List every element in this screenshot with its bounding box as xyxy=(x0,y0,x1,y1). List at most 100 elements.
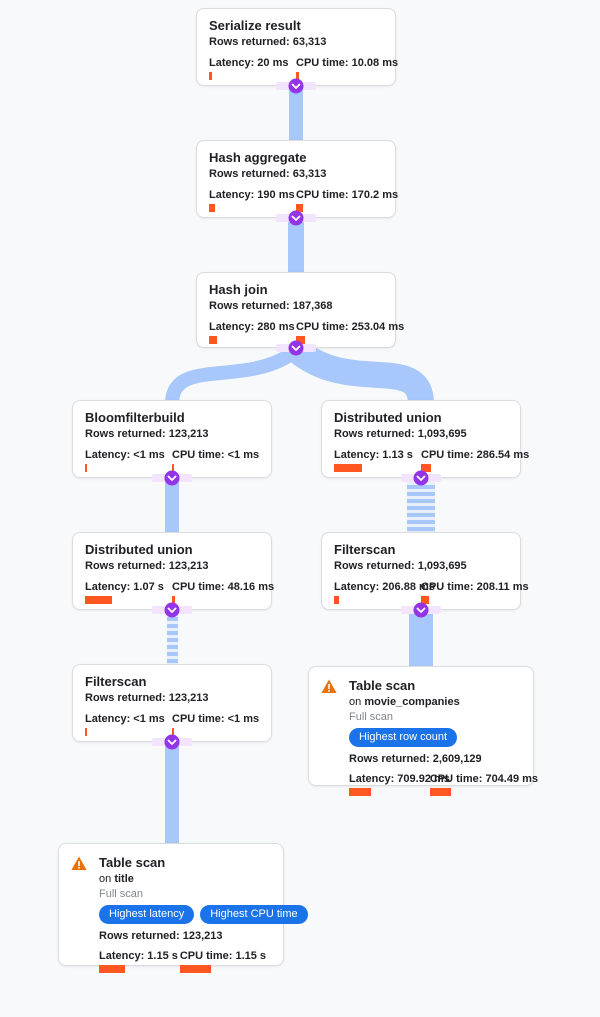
latency-label: Latency: 1.07 s xyxy=(85,581,164,593)
edge-distributed-union-to-filterscan-right xyxy=(407,478,435,532)
expand-toggle-distributed-union-right[interactable] xyxy=(401,469,441,487)
edge-bloomfilterbuild-to-distributed-union xyxy=(165,478,179,532)
cpu-time-label: CPU time: <1 ms xyxy=(172,449,260,461)
rows-returned: Rows returned: 63,313 xyxy=(209,36,327,48)
edge-serialize-to-hash-aggregate xyxy=(289,86,303,140)
edge-hash-join-to-distributed-union xyxy=(290,341,434,406)
latency-bar xyxy=(85,464,87,472)
latency-label: Latency: 280 ms xyxy=(209,321,295,333)
chevron-down-icon xyxy=(164,734,180,750)
latency-bar xyxy=(334,596,339,604)
node-title: Distributed union xyxy=(334,410,442,425)
latency-label: Latency: 20 ms xyxy=(209,57,289,69)
chevron-down-icon xyxy=(288,210,304,226)
cpu-time-bar xyxy=(296,336,305,344)
expand-toggle-serialize-result[interactable] xyxy=(276,77,316,95)
cpu-time-bar xyxy=(296,204,303,212)
chevron-down-icon xyxy=(413,470,429,486)
latency-label: Latency: 190 ms xyxy=(209,189,295,201)
cpu-time-label: CPU time: 286.54 ms xyxy=(421,449,530,461)
edge-distributed-union-to-filterscan-left xyxy=(167,610,178,664)
latency-bar xyxy=(99,965,125,973)
rows-returned: Rows returned: 63,313 xyxy=(209,168,327,180)
rows-returned: Rows returned: 123,213 xyxy=(99,930,223,942)
latency-bar xyxy=(334,464,362,472)
latency-label: Latency: <1 ms xyxy=(85,713,165,725)
expand-toggle-hash-aggregate[interactable] xyxy=(276,209,316,227)
plan-node-filterscan-right[interactable]: Filterscan Rows returned: 1,093,695 Late… xyxy=(321,532,529,610)
latency-bar xyxy=(85,728,87,736)
plan-node-table-scan-movie-companies[interactable]: Table scan on movie_companies Full scan … xyxy=(308,666,539,796)
plan-node-table-scan-title[interactable]: Table scan on title Full scan Highest la… xyxy=(58,843,308,973)
edge-filterscan-to-table-scan-right xyxy=(409,610,433,666)
node-title: Distributed union xyxy=(85,542,193,557)
latency-label: Latency: <1 ms xyxy=(85,449,165,461)
cpu-time-label: CPU time: 208.11 ms xyxy=(421,581,529,593)
latency-label: Latency: 1.15 s xyxy=(99,950,178,962)
chevron-down-icon xyxy=(164,602,180,618)
warning-icon xyxy=(71,856,87,870)
expand-toggle-hash-join[interactable] xyxy=(276,339,316,357)
cpu-time-label: CPU time: 10.08 ms xyxy=(296,57,399,69)
node-title: Table scan xyxy=(99,855,166,870)
cpu-time-bar xyxy=(179,965,211,973)
cpu-time-label: CPU time: <1 ms xyxy=(172,713,260,725)
chevron-down-icon xyxy=(288,78,304,94)
rows-returned: Rows returned: 187,368 xyxy=(209,300,333,312)
plan-node-bloomfilterbuild[interactable]: Bloomfilterbuild Rows returned: 123,213 … xyxy=(72,400,272,478)
edge-filterscan-to-table-scan-left xyxy=(165,742,179,843)
latency-label: Latency: 709.92 ms xyxy=(349,773,450,785)
expand-toggle-distributed-union-left[interactable] xyxy=(152,601,192,619)
chevron-down-icon xyxy=(413,602,429,618)
chevron-down-icon xyxy=(164,470,180,486)
cpu-time-bar xyxy=(429,788,451,796)
node-title: Table scan xyxy=(349,678,416,693)
latency-bar xyxy=(349,788,371,796)
expand-toggle-filterscan-left[interactable] xyxy=(152,733,192,751)
chevron-down-icon xyxy=(288,340,304,356)
highest-row-count-badge: Highest row count xyxy=(349,728,458,747)
edge-hash-join-to-bloomfilterbuild xyxy=(165,346,299,405)
warning-icon xyxy=(321,679,337,693)
node-title: Serialize result xyxy=(209,18,301,33)
cpu-time-bar xyxy=(296,72,299,80)
cpu-time-bar xyxy=(172,596,175,604)
node-title: Hash join xyxy=(209,282,268,297)
rows-returned: Rows returned: 2,609,129 xyxy=(349,753,482,765)
plan-node-filterscan-left[interactable]: Filterscan Rows returned: 123,213 Latenc… xyxy=(72,664,272,742)
plan-node-hash-join[interactable]: Hash join Rows returned: 187,368 Latency… xyxy=(196,272,405,348)
rows-returned: Rows returned: 1,093,695 xyxy=(334,560,467,572)
cpu-time-label: CPU time: 704.49 ms xyxy=(429,773,539,785)
node-title: Bloomfilterbuild xyxy=(85,410,185,425)
cpu-time-label: CPU time: 170.2 ms xyxy=(296,189,399,201)
scan-type: Full scan xyxy=(349,711,394,723)
cpu-time-label: CPU time: 48.16 ms xyxy=(172,581,275,593)
node-title: Filterscan xyxy=(85,674,147,689)
latency-bar xyxy=(209,204,215,212)
table-reference: on movie_companies xyxy=(349,696,460,708)
latency-label: Latency: 1.13 s xyxy=(334,449,413,461)
rows-returned: Rows returned: 123,213 xyxy=(85,692,209,704)
rows-returned: Rows returned: 1,093,695 xyxy=(334,428,467,440)
cpu-time-bar xyxy=(172,464,174,472)
expand-toggle-filterscan-right[interactable] xyxy=(401,601,441,619)
cpu-time-bar xyxy=(421,596,429,604)
table-reference: on title xyxy=(99,873,134,885)
edge-hash-aggregate-to-hash-join xyxy=(288,218,304,272)
cpu-time-label: CPU time: 1.15 s xyxy=(179,950,267,962)
rows-returned: Rows returned: 123,213 xyxy=(85,560,209,572)
plan-node-distributed-union-right[interactable]: Distributed union Rows returned: 1,093,6… xyxy=(321,400,530,478)
latency-bar xyxy=(209,72,212,80)
rows-returned: Rows returned: 123,213 xyxy=(85,428,209,440)
expand-toggle-bloomfilterbuild[interactable] xyxy=(152,469,192,487)
scan-type: Full scan xyxy=(99,888,144,900)
node-title: Hash aggregate xyxy=(209,150,307,165)
plan-node-hash-aggregate[interactable]: Hash aggregate Rows returned: 63,313 Lat… xyxy=(196,140,399,218)
plan-node-serialize-result[interactable]: Serialize result Rows returned: 63,313 L… xyxy=(196,8,399,86)
highest-cpu-time-badge: Highest CPU time xyxy=(200,905,308,924)
highest-latency-badge: Highest latency xyxy=(99,905,195,924)
cpu-time-label: CPU time: 253.04 ms xyxy=(296,321,405,333)
latency-label: Latency: 206.88 ms xyxy=(334,581,435,593)
plan-node-distributed-union-left[interactable]: Distributed union Rows returned: 123,213… xyxy=(72,532,275,610)
